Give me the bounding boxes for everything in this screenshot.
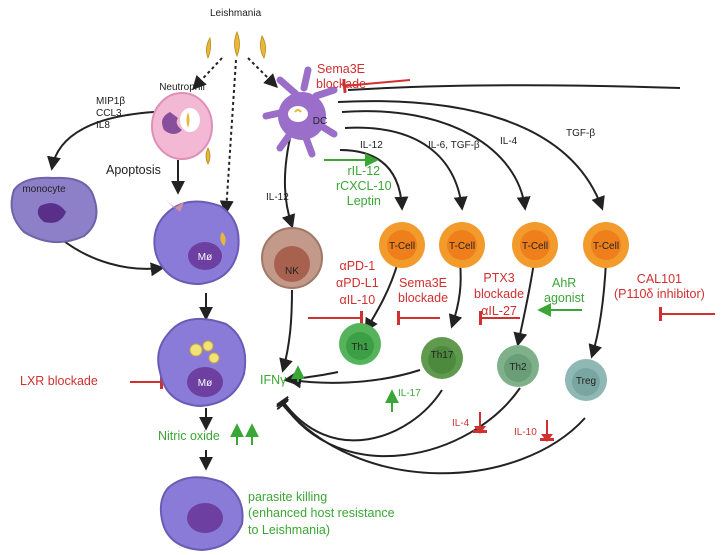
ahr-agonist: AhR agonist (544, 276, 585, 305)
sema3e-blockade-dc: Sema3E blockade (316, 62, 367, 91)
th1-cell (339, 323, 381, 365)
infection-arrows (192, 57, 278, 215)
chemokine-item: CCL3 (96, 108, 122, 119)
checkpoint-blockade: αPD-1 αPD-L1 αIL-10 (336, 259, 379, 307)
macrophage-cell-2 (157, 317, 247, 408)
monocyte-cell (10, 176, 98, 244)
tcell-label-1: T-Cell (389, 241, 415, 252)
tcell-label-2: T-Cell (449, 241, 475, 252)
ifng-label: IFNγ (260, 373, 287, 387)
promotion-arrows (230, 153, 582, 445)
monocyte-label: monocyte (22, 184, 66, 195)
th2-cell (497, 345, 539, 387)
neutrophil-cell (151, 92, 213, 160)
th17-label: Th17 (431, 350, 454, 361)
tcell-group (379, 222, 629, 268)
cal101-inhibitor: CAL101 (P110δ inhibitor) (614, 272, 705, 301)
dc-label: DC (313, 116, 327, 127)
il4-decrease-label: IL-4 (452, 418, 470, 429)
treg-label: Treg (576, 376, 596, 387)
dendritic-cell (262, 66, 338, 158)
outcome-text: parasite killing (enhanced host resistan… (248, 490, 395, 537)
tgfb-label: TGF-β (566, 128, 596, 139)
macrophage-label-1: Mø (198, 252, 212, 263)
il17-label: IL-17 (398, 388, 421, 399)
macrophage-label-2: Mø (198, 378, 212, 389)
nitric-oxide-label: Nitric oxide (158, 429, 220, 443)
treg-cell (565, 359, 607, 401)
chemokine-item: MIP1β (96, 96, 126, 107)
inhibition-lines (130, 78, 715, 389)
neutrophil-label: Neutrophil (159, 82, 205, 93)
green-agonist-list: rIL-12 rCXCL-10 Leptin (336, 164, 392, 208)
leishmania-label: Leishmania (210, 8, 262, 19)
nk-cell (261, 227, 323, 289)
il6-tgfb-label: IL-6, TGF-β (428, 140, 480, 151)
sema3e-blockade-th: Sema3E blockade (398, 276, 449, 305)
chemokine-list: MIP1β CCL3 IL8 (96, 96, 125, 132)
lxr-blockade: LXR blockade (20, 374, 98, 388)
il10-decrease-label: IL-10 (514, 427, 537, 438)
tcell-label-4: T-Cell (593, 241, 619, 252)
macrophage-cell-3 (159, 476, 244, 552)
leishmania-parasites (205, 30, 266, 165)
th2-label: Th2 (509, 362, 527, 373)
nk-label: NK (285, 266, 299, 277)
flow-arrows (47, 84, 681, 475)
macrophage-cell-1 (153, 200, 240, 286)
tcell-label-3: T-Cell (522, 241, 548, 252)
ptx3-blockade: PTX3 blockade αIL-27 (474, 271, 525, 318)
il12-tcell-label: IL-12 (360, 140, 383, 151)
il12-nk-label: IL-12 (266, 192, 289, 203)
th1-label: Th1 (351, 342, 369, 353)
il4-label: IL-4 (500, 136, 518, 147)
apoptosis-label: Apoptosis (106, 163, 161, 177)
chemokine-item: IL8 (96, 120, 110, 131)
th17-cell (421, 337, 463, 379)
